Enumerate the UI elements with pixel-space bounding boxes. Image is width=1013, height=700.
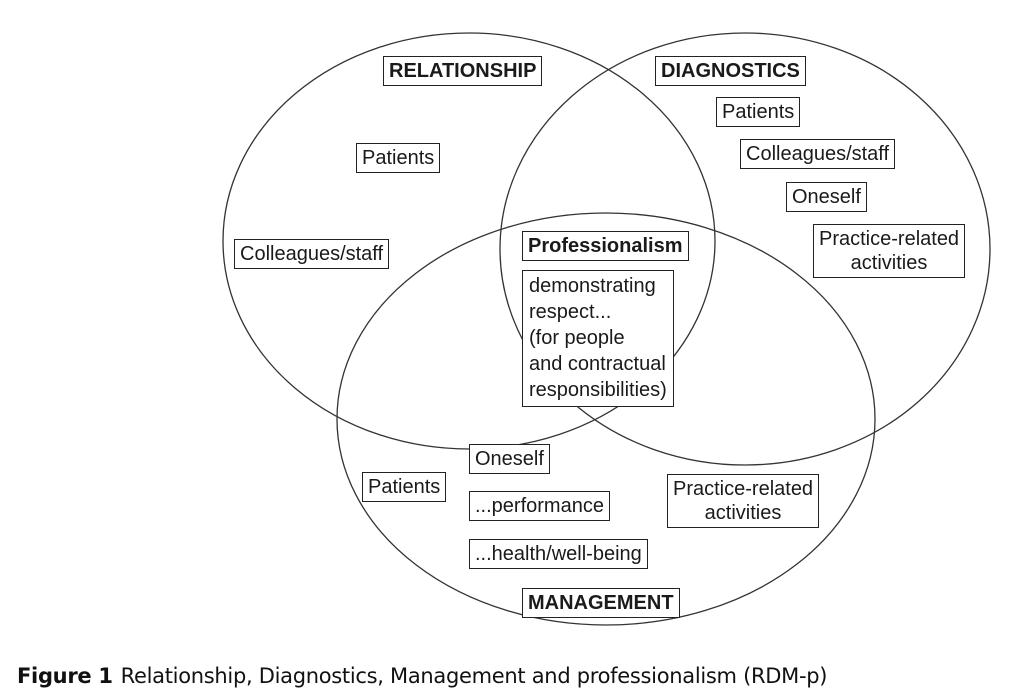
- relationship-title: RELATIONSHIP: [383, 56, 543, 86]
- diagnostics-circle: [499, 32, 991, 466]
- relationship-item-patients: Patients: [356, 143, 441, 173]
- management-item-health: ...health/well-being: [469, 539, 648, 569]
- management-item-patients: Patients: [362, 472, 447, 502]
- figure-label: Figure 1: [17, 664, 113, 688]
- diagnostics-item-patients: Patients: [716, 97, 801, 127]
- diagnostics-item-practice: Practice-related activities: [813, 224, 966, 278]
- management-title: MANAGEMENT: [522, 588, 680, 618]
- figure-caption-text: Relationship, Diagnostics, Management an…: [120, 664, 828, 688]
- diagnostics-item-oneself: Oneself: [786, 182, 867, 212]
- figure-caption: Figure 1 Relationship, Diagnostics, Manag…: [17, 664, 827, 688]
- management-item-oneself: Oneself: [469, 444, 550, 474]
- professionalism-title: Professionalism: [522, 231, 689, 261]
- management-item-practice: Practice-related activities: [667, 474, 820, 528]
- management-circle: [336, 212, 876, 626]
- diagnostics-title: DIAGNOSTICS: [655, 56, 806, 86]
- management-item-performance: ...performance: [469, 491, 610, 521]
- relationship-item-colleagues: Colleagues/staff: [234, 239, 390, 269]
- professionalism-description: demonstrating respect... (for people and…: [522, 270, 674, 407]
- diagnostics-item-colleagues: Colleagues/staff: [740, 139, 896, 169]
